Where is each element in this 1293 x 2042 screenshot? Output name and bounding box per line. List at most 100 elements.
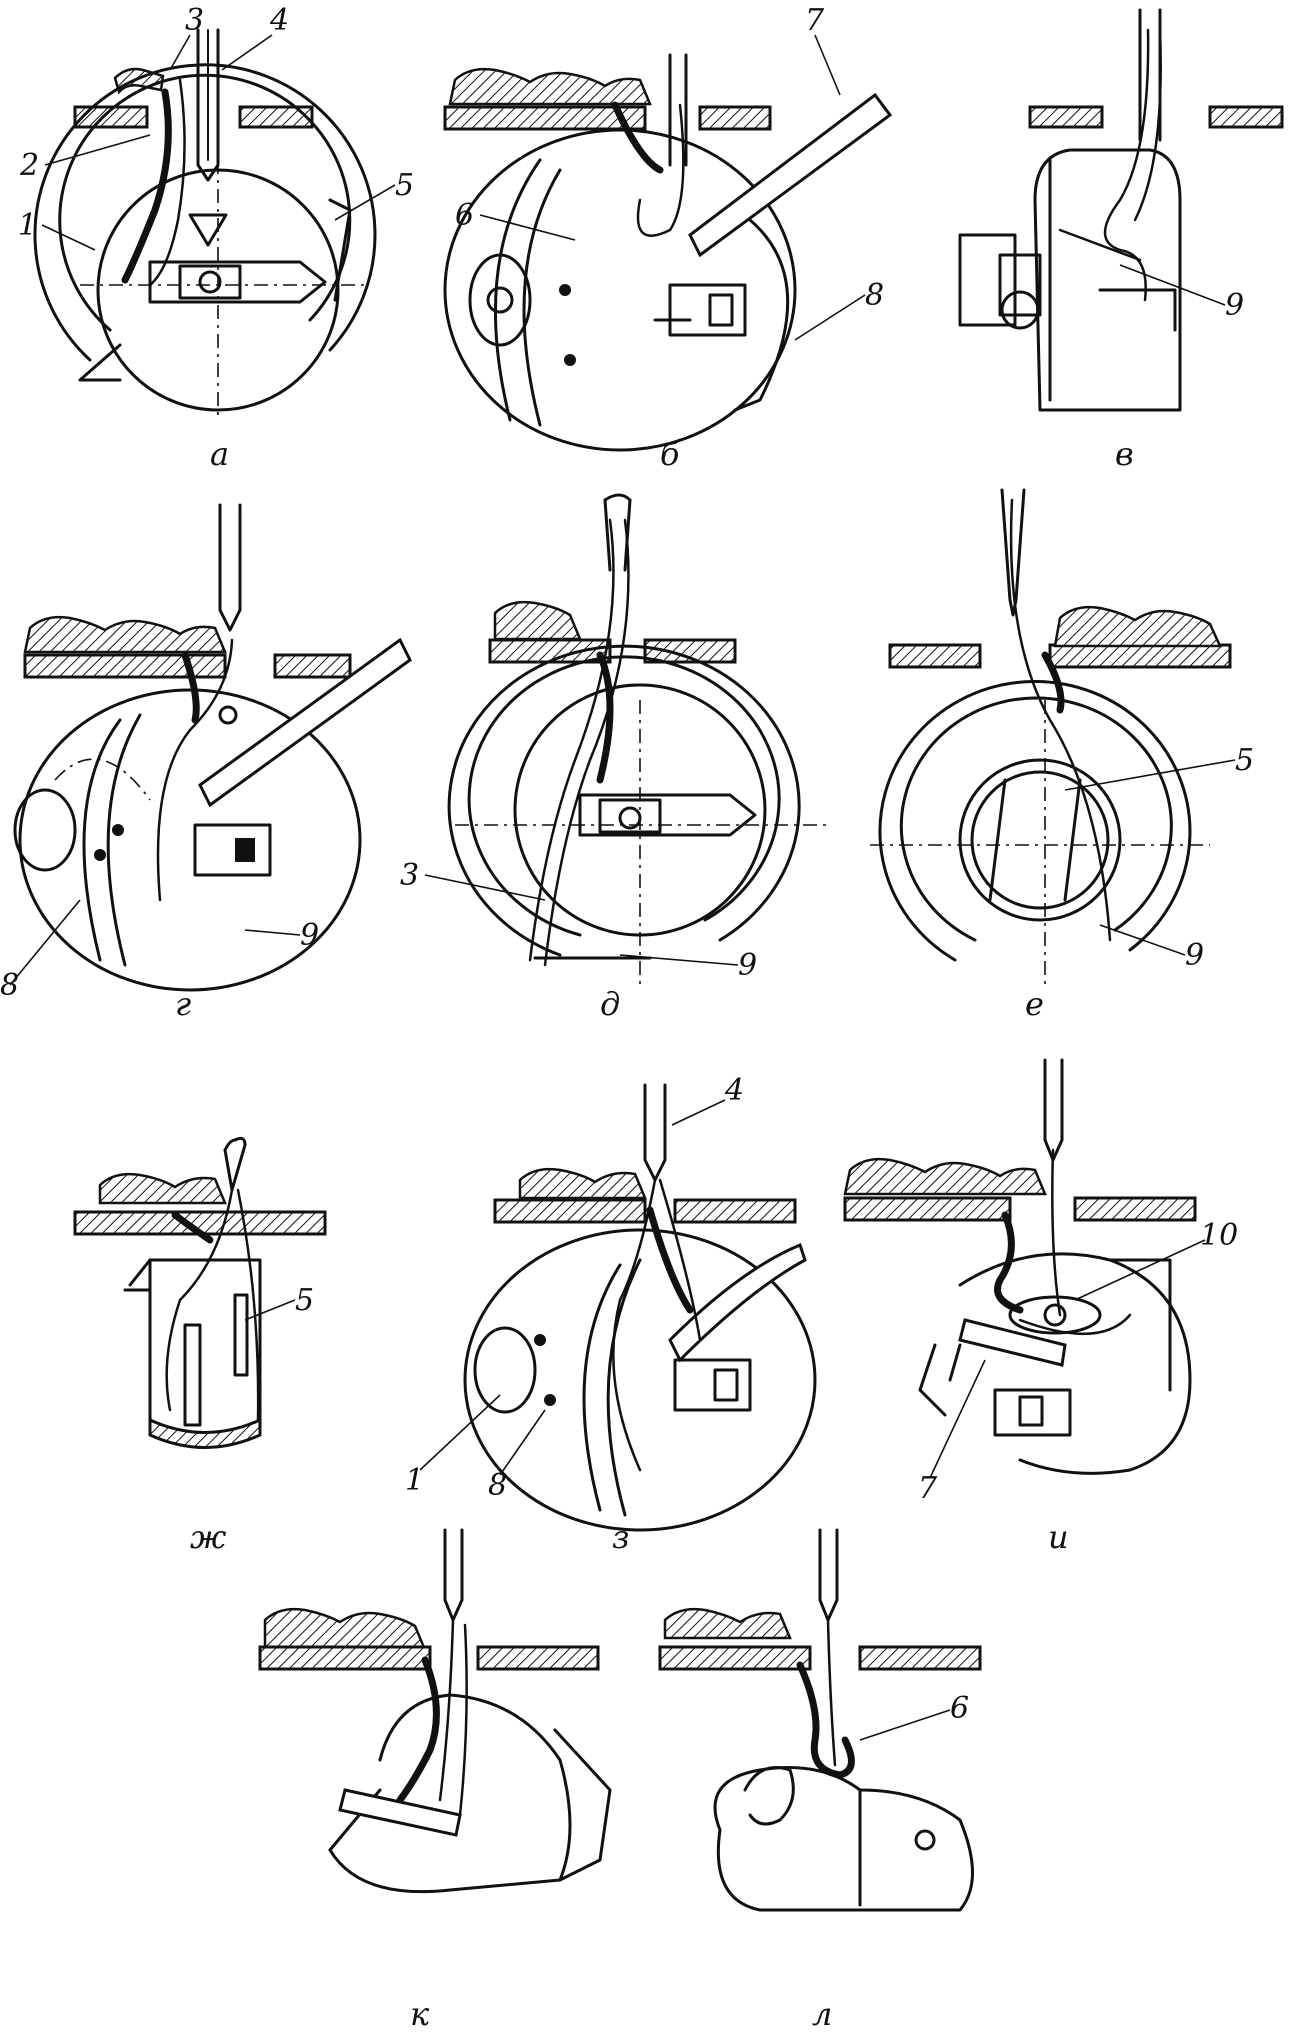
fabric: [663, 1607, 792, 1640]
caption-l: л: [812, 1995, 832, 2033]
label-10: 10: [1200, 1218, 1238, 1253]
label-2: 2: [19, 148, 39, 183]
label-6: 6: [950, 1691, 969, 1726]
bobbin: [870, 680, 1210, 990]
needle-plate: [73, 105, 314, 129]
fabric: [448, 67, 652, 106]
threads: [528, 518, 630, 967]
label-5: 5: [1235, 743, 1254, 778]
label-5: 5: [295, 1283, 314, 1318]
needle: [443, 1528, 464, 1622]
needle: [196, 28, 220, 182]
label-6: 6: [455, 198, 474, 233]
bobbin-case: [673, 1358, 752, 1412]
panel-v: 9 в: [958, 8, 1284, 473]
bobbin-case-section: [123, 1258, 262, 1449]
rotary-hook: [33, 63, 377, 412]
bobbin-case: [653, 283, 747, 337]
needle: [218, 503, 242, 632]
threads: [1009, 498, 1112, 942]
needle-plate: [1028, 105, 1284, 129]
rotary-hook: [13, 688, 362, 992]
rotary-hook: [463, 1228, 817, 1532]
panel-e: 5 9 е: [870, 488, 1254, 1023]
fabric: [1053, 605, 1222, 648]
rotary-hook: [443, 128, 797, 452]
needle: [1043, 1058, 1064, 1162]
rotary-hook: [328, 1693, 612, 1894]
caption-k: к: [410, 1995, 430, 2033]
fabric: [493, 600, 582, 641]
label-4: 4: [269, 3, 289, 38]
label-1: 1: [18, 208, 37, 243]
panel-g: 8 9 г: [0, 503, 412, 1023]
needle-plate: [843, 1196, 1197, 1222]
bobbin-case-side: [958, 148, 1182, 412]
threads: [156, 638, 234, 902]
needle: [818, 1528, 839, 1622]
needle: [668, 53, 688, 167]
panel-zh: 5 ж: [73, 1136, 327, 1556]
caption-z: з: [612, 1518, 629, 1556]
thread-take-up-lever: [688, 92, 893, 258]
threads: [121, 78, 186, 287]
caption-a: а: [210, 435, 229, 473]
label-7: 7: [805, 3, 825, 38]
needle: [223, 1136, 247, 1192]
threads: [994, 1148, 1132, 1335]
threads: [612, 1178, 702, 1472]
panel-z: 1 4 8 з: [405, 1073, 817, 1556]
thread-take-up-lever: [668, 1242, 807, 1363]
fabric: [23, 615, 227, 654]
caption-zh: ж: [190, 1518, 227, 1556]
bobbin-case: [80, 160, 370, 420]
threads: [396, 1618, 468, 1817]
label-9: 9: [300, 918, 319, 953]
thread-take-up-lever: [958, 1318, 1067, 1367]
label-3: 3: [185, 3, 204, 38]
panel-a: 1 2 3 4 5 а: [18, 3, 414, 473]
needle-plate: [488, 638, 737, 664]
needle-plate: [258, 1645, 600, 1671]
caption-b: б: [660, 435, 680, 473]
rotary-hook: [918, 1252, 1192, 1475]
label-4: 4: [724, 1073, 744, 1108]
thread-take-up-lever: [198, 637, 412, 808]
panel-l: 6 л: [658, 1528, 982, 2033]
thread-take-up-lever: [338, 1788, 462, 1837]
caption-v: в: [1115, 435, 1134, 473]
bobbin-case: [193, 823, 272, 877]
panel-b: 6 7 8 б: [443, 3, 893, 473]
threads: [1058, 28, 1162, 302]
label-8: 8: [865, 278, 884, 313]
label-1: 1: [405, 1463, 424, 1498]
needle-plate: [888, 643, 1232, 669]
fabric: [518, 1167, 647, 1200]
fabric: [98, 1172, 227, 1205]
needle-plate: [493, 1198, 797, 1224]
needle: [643, 1083, 667, 1182]
label-5: 5: [395, 168, 414, 203]
caption-d: д: [600, 985, 620, 1023]
rotary-hook: [713, 1766, 974, 1912]
threads: [796, 1618, 855, 1779]
caption-i: и: [1048, 1518, 1069, 1556]
bobbin-case: [578, 793, 757, 837]
needle-plate: [23, 653, 352, 679]
label-8: 8: [0, 968, 19, 1003]
label-8: 8: [488, 1468, 507, 1503]
label-3: 3: [400, 858, 419, 893]
threads: [611, 101, 685, 237]
label-9: 9: [1185, 938, 1204, 973]
fabric: [263, 1607, 427, 1652]
fabric: [843, 1157, 1047, 1196]
label-9: 9: [1225, 288, 1244, 323]
caption-g: г: [175, 985, 191, 1023]
needle-plate: [443, 105, 772, 131]
caption-e: е: [1025, 985, 1044, 1023]
threads: [165, 1188, 260, 1422]
label-7: 7: [918, 1471, 938, 1506]
needle-plate: [658, 1645, 982, 1671]
panel-k: к: [258, 1528, 612, 2033]
